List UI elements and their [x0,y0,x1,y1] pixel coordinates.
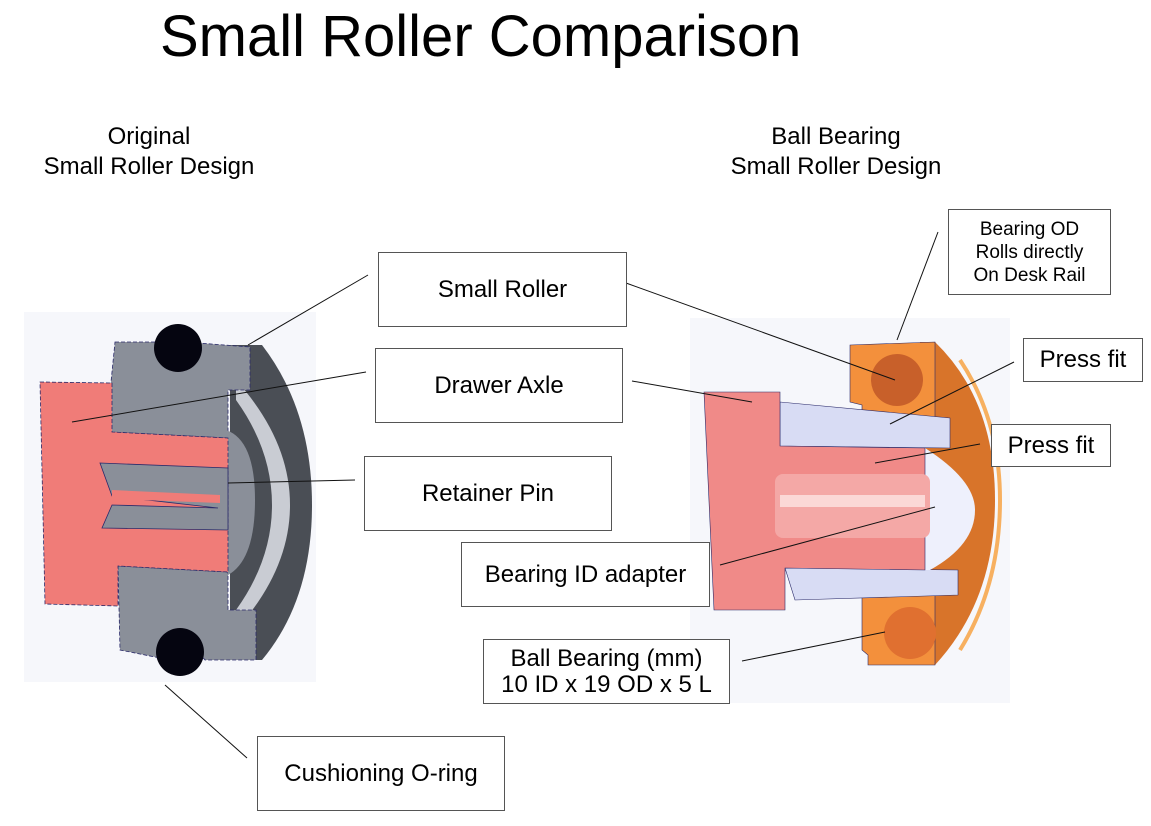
leader-drawer-axle-left [71,371,367,423]
callout-drawer-axle-text: Drawer Axle [434,371,564,399]
leader-small-roller-left [247,274,369,346]
adapter-bore [925,448,975,570]
callout-press-fit-2: Press fit [991,424,1111,467]
callout-cushioning-oring-text: Cushioning O-ring [284,759,478,787]
callout-retainer-pin-text: Retainer Pin [421,479,555,507]
callout-small-roller: Small Roller [378,252,627,327]
callout-bearing-od-line3: On Desk Rail [973,264,1086,286]
page-title: Small Roller Comparison [160,4,802,69]
left-design-heading: Original Small Roller Design [30,122,268,182]
callout-drawer-axle: Drawer Axle [375,348,623,423]
leader-lines [71,231,1015,759]
axle-pin-highlight [780,495,925,507]
leader-press-fit-2 [874,443,981,464]
leader-drawer-axle-right [631,380,753,403]
roller-rim-dark [230,345,312,660]
leader-press-fit-1 [889,361,1015,425]
left-design-line2: Small Roller Design [43,153,255,180]
bearing-ball-bottom [884,607,936,659]
leader-oring [164,684,248,759]
bearing-flange-edge [958,358,1003,652]
oring-bottom [156,628,204,676]
left-design-line1: Original [107,123,191,150]
leader-bearing-od [896,231,939,341]
callout-bearing-id-adapter: Bearing ID adapter [461,542,710,607]
leader-ball-bearing [741,631,886,662]
callout-ball-bearing: Ball Bearing (mm) 10 ID x 19 OD x 5 L [483,639,730,704]
callout-small-roller-text: Small Roller [437,275,568,303]
callout-ball-bearing-line2: 10 ID x 19 OD x 5 L [501,670,712,698]
roller-hub [226,430,255,575]
callout-press-fit-2-text: Press fit [1007,431,1095,459]
ball-bearing-roller-drawing [690,318,1010,703]
callout-cushioning-oring: Cushioning O-ring [257,736,505,811]
right-design-line1: Ball Bearing [771,123,901,150]
callout-bearing-od-line2: Rolls directly [975,241,1084,263]
oring-top [154,324,202,372]
right-design-heading: Ball Bearing Small Roller Design [716,122,956,182]
callout-press-fit-1-text: Press fit [1039,346,1127,373]
callout-retainer-pin: Retainer Pin [364,456,612,531]
original-roller-drawing [24,312,316,682]
adapter-bottom [784,567,959,601]
roller-upper-section [109,341,251,439]
bearing-ball-top [871,354,923,406]
callout-ball-bearing-line1: Ball Bearing (mm) [510,644,703,672]
callout-press-fit-1: Press fit [1023,338,1143,382]
callout-bearing-od: Bearing OD Rolls directly On Desk Rail [948,209,1111,295]
retainer-pin-slot [112,490,220,503]
callout-bearing-id-adapter-text: Bearing ID adapter [484,560,687,588]
roller-rim-highlight [236,380,290,630]
callout-bearing-od-line1: Bearing OD [979,218,1080,240]
leader-retainer-pin [227,479,356,484]
right-design-line2: Small Roller Design [730,153,942,180]
leader-bearing-id-adapter [719,506,936,566]
leader-small-roller-right [625,282,896,381]
